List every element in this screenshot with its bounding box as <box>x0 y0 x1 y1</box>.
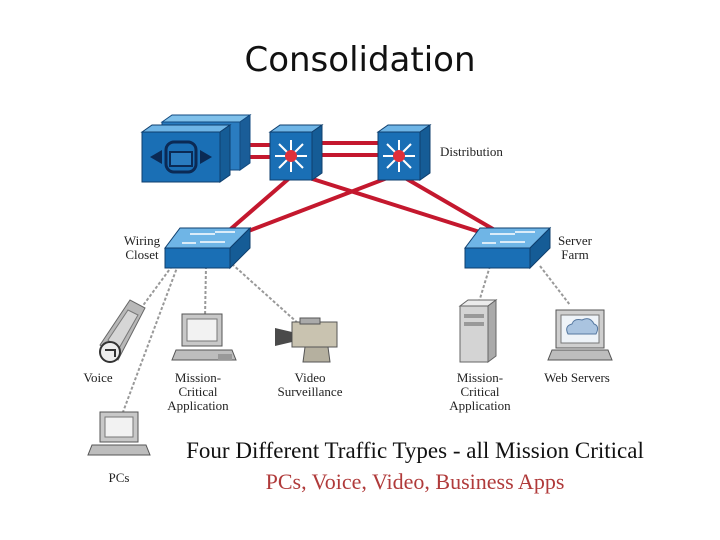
caption-apps: PCs, Voice, Video, Business Apps <box>265 469 565 494</box>
video-surveillance-label: Video Surveillance <box>277 370 343 399</box>
web-servers-label: Web Servers <box>544 370 610 385</box>
multilayer-switch-icon <box>268 124 324 181</box>
link-wiring-pcs <box>119 264 179 421</box>
pcs-label: PCs <box>108 470 130 485</box>
wiring-closet-label: Wiring Closet <box>123 233 161 262</box>
workstation-icon <box>171 313 237 361</box>
distribution-label: Distribution <box>440 144 503 159</box>
multilayer-switch-icon <box>376 124 432 181</box>
voice-label: Voice <box>83 370 113 385</box>
server-farm-label: Server Farm <box>558 233 592 262</box>
video-camera-icon <box>275 317 338 363</box>
router-icon <box>140 114 252 183</box>
workstation-icon <box>87 411 151 456</box>
network-links <box>119 141 571 421</box>
link-wiring-mc <box>204 265 207 319</box>
workgroup-switch-icon <box>464 226 552 270</box>
web-server-icon <box>547 309 613 361</box>
ip-phone-icon <box>99 299 146 363</box>
mission-critical-left-label: Mission- Critical Application <box>167 370 229 413</box>
workgroup-switch-icon <box>164 226 252 270</box>
page-title: Consolidation <box>244 40 476 80</box>
link-dist1-server <box>299 173 506 242</box>
link-server-web <box>539 265 571 306</box>
link-server-mc <box>477 265 491 306</box>
mission-critical-right-label: Mission- Critical Application <box>449 370 511 413</box>
file-server-icon <box>458 299 498 363</box>
link-wiring-video <box>231 263 301 326</box>
caption-traffic-types: Four Different Traffic Types - all Missi… <box>186 438 644 463</box>
link-dist2-wiring <box>224 173 396 242</box>
